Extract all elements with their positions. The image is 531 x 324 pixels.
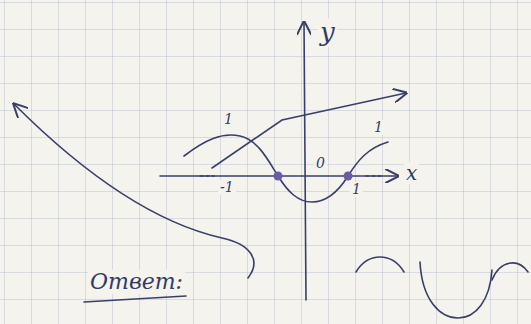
axis-name: y (318, 18, 337, 47)
origin-label: 0 (314, 156, 327, 171)
tick-label: 1 (350, 182, 363, 197)
answer-label: Ответ: (88, 270, 185, 294)
cap-sketch (492, 263, 528, 280)
pointer-arrow (14, 104, 254, 278)
root-point (274, 172, 283, 181)
tick-label: 1 (372, 120, 385, 135)
root-point (344, 172, 353, 181)
tick-marks (200, 175, 382, 177)
axis-name: x (404, 162, 419, 184)
cup-sketch (420, 262, 492, 318)
y-axis (304, 22, 306, 300)
function-curve (184, 135, 388, 202)
tick-label: -1 (218, 180, 236, 195)
underline (84, 296, 186, 302)
cap-sketch (356, 257, 404, 272)
tick-label: 1 (222, 112, 235, 127)
direction-arrow (212, 93, 406, 168)
